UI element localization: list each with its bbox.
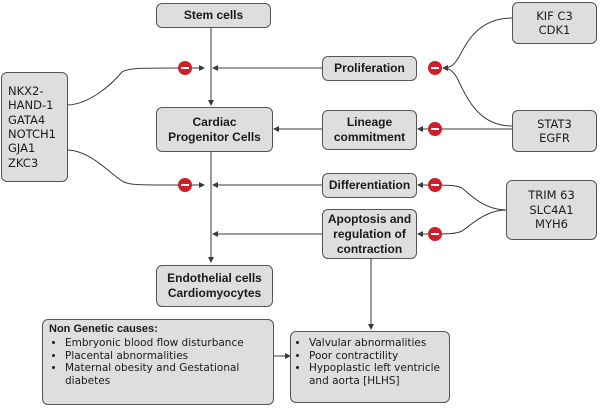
cardiomyocytes-label: Cardiomyocytes — [167, 286, 262, 300]
outcome-item: Poor contractility — [309, 350, 443, 363]
gene-trim63: TRIM 63 — [528, 188, 575, 203]
non-genetic-item: Placental abnormalities — [65, 350, 267, 363]
cardiac-progenitor-line2: Progenitor Cells — [168, 129, 261, 144]
gene-zkc3: ZKC3 — [8, 155, 39, 170]
inhibit-minus-icon — [428, 122, 442, 136]
inhibit-minus-icon — [428, 178, 442, 192]
gene-slc4a1: SLC4A1 — [529, 202, 574, 217]
gene-stat3: STAT3 — [537, 116, 572, 131]
gene-notch1: NOTCH1 — [8, 127, 56, 141]
gene-nkx2: NKX2- — [8, 83, 44, 98]
inhibit-minus-icon — [178, 178, 192, 192]
proliferation-node: Proliferation — [322, 56, 417, 81]
inhibit-minus-icon — [428, 227, 442, 241]
apoptosis-line2: regulation of — [333, 226, 406, 241]
endothelial-cardiomyocytes-node: Endothelial cells Cardiomyocytes — [156, 265, 273, 307]
inhibit-minus-icon — [428, 61, 442, 75]
outcome-item: Hypoplastic left ventricle and aorta [HL… — [309, 362, 443, 387]
apoptosis-line1: Apoptosis and — [327, 211, 412, 226]
gene-gja1: GJA1 — [8, 141, 36, 156]
non-genetic-causes-box: Non Genetic causes: Embryonic blood flow… — [42, 319, 274, 405]
non-genetic-list: Embryonic blood flow disturbance Placent… — [49, 337, 267, 387]
gene-myh6: MYH6 — [535, 217, 568, 232]
lineage-commitment-node: Lineage commitment — [322, 110, 417, 150]
cardiac-progenitor-node: Cardiac Progenitor Cells — [156, 107, 273, 152]
non-genetic-title: Non Genetic causes: — [49, 323, 158, 335]
outcomes-list: Valvular abnormalities Poor contractilit… — [293, 337, 443, 387]
gene-egfr: EGFR — [539, 131, 570, 145]
apoptosis-node: Apoptosis and regulation of contraction — [322, 209, 417, 259]
gene-kifc3: KIF C3 — [536, 8, 573, 23]
gene-box-trim-slc-myh: TRIM 63 SLC4A1 MYH6 — [506, 180, 597, 240]
gene-box-left-group: NKX2- HAND-1 GATA4 NOTCH1 GJA1 ZKC3 — [1, 72, 68, 182]
differentiation-label: Differentiation — [328, 178, 411, 192]
stem-cells-node: Stem cells — [156, 3, 271, 28]
lineage-line1: Lineage — [346, 115, 393, 129]
gene-box-kif-cdk: KIF C3 CDK1 — [512, 2, 597, 44]
outcome-item: Valvular abnormalities — [309, 337, 443, 350]
gene-gata4: GATA4 — [8, 112, 46, 127]
cardiac-progenitor-line1: Cardiac — [192, 114, 237, 129]
gene-hand1: HAND-1 — [8, 98, 54, 113]
apoptosis-line3: contraction — [336, 241, 403, 256]
stem-cells-label: Stem cells — [183, 8, 244, 22]
proliferation-label: Proliferation — [334, 61, 405, 75]
non-genetic-item: Embryonic blood flow disturbance — [65, 337, 267, 350]
endothelial-label: Endothelial cells — [167, 271, 262, 285]
gene-cdk1: CDK1 — [538, 23, 571, 37]
lineage-line2: commitment — [333, 130, 406, 144]
gene-box-stat-egfr: STAT3 EGFR — [512, 110, 597, 152]
non-genetic-item: Maternal obesity and Gestational diabete… — [65, 362, 267, 387]
differentiation-node: Differentiation — [322, 173, 417, 198]
inhibit-minus-icon — [178, 61, 192, 75]
outcomes-box: Valvular abnormalities Poor contractilit… — [290, 331, 450, 403]
